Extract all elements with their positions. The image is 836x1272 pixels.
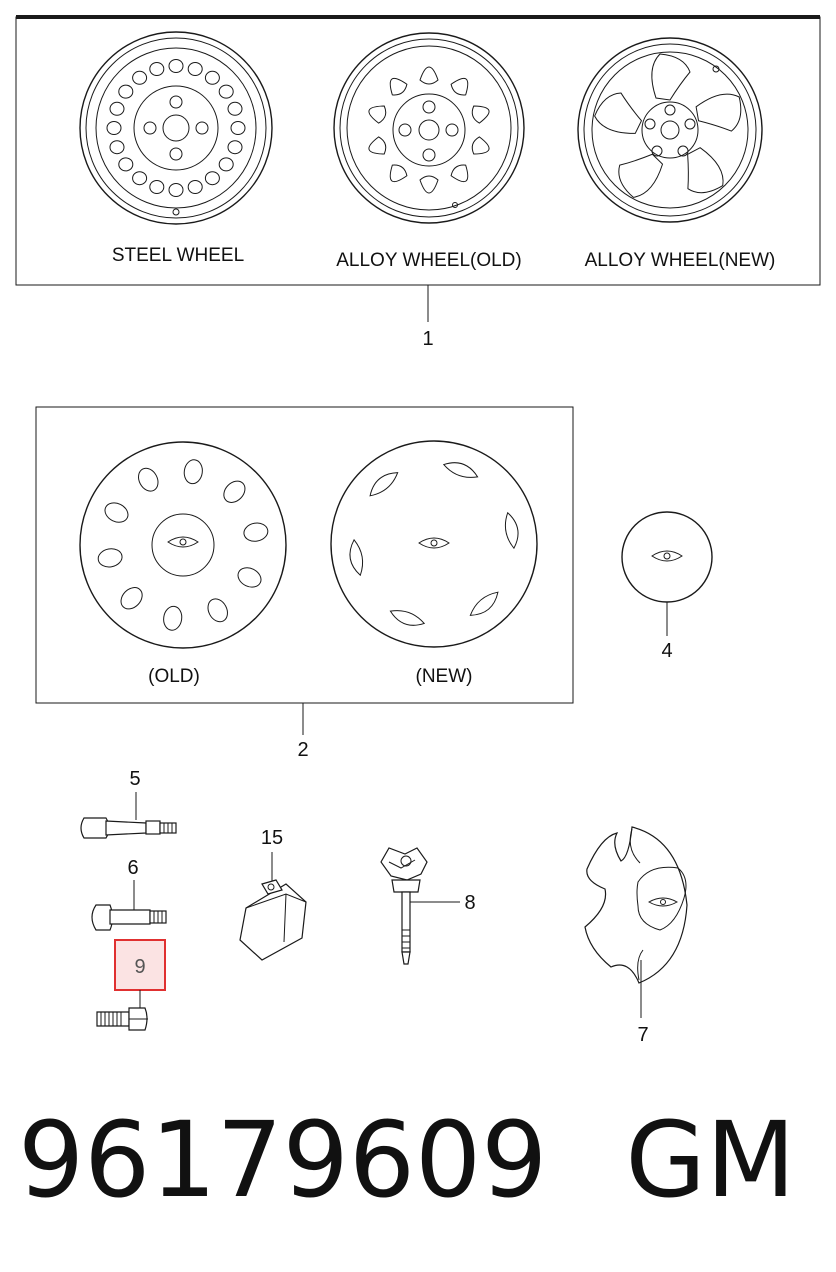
daewoo-logo-icon xyxy=(647,897,679,907)
wheel-cover-old[interactable] xyxy=(79,441,287,649)
steel-wheel[interactable] xyxy=(79,31,273,225)
callout-1[interactable]: 1 xyxy=(422,328,433,350)
daewoo-logo-icon xyxy=(651,550,683,562)
callout-9[interactable]: 9 xyxy=(134,956,145,978)
cover-new-label: (NEW) xyxy=(416,666,473,687)
callout-15[interactable]: 15 xyxy=(261,827,283,849)
bolt-assembly[interactable] xyxy=(380,847,460,965)
alloy-wheel-new-label: ALLOY WHEEL(NEW) xyxy=(585,250,776,271)
callout-5[interactable]: 5 xyxy=(129,768,140,790)
hub-cap[interactable] xyxy=(584,826,688,1018)
part-number: 96179609 xyxy=(18,1099,548,1221)
tire-valve-long[interactable] xyxy=(80,792,177,839)
wheels-group: STEEL WHEEL ALLOY WHEEL(OLD) xyxy=(15,15,821,350)
alloy-wheel-old[interactable] xyxy=(333,32,525,224)
callout-8[interactable]: 8 xyxy=(464,892,475,914)
callout-9-highlight[interactable]: 9 xyxy=(114,939,166,991)
callout-7[interactable]: 7 xyxy=(637,1024,648,1046)
balance-weight[interactable] xyxy=(239,852,307,961)
alloy-wheel-new[interactable] xyxy=(577,37,763,223)
steel-wheel-label: STEEL WHEEL xyxy=(112,245,244,266)
alloy-wheel-old-label: ALLOY WHEEL(OLD) xyxy=(336,250,521,271)
daewoo-logo-icon xyxy=(418,537,450,549)
callout-4[interactable]: 4 xyxy=(661,640,672,662)
cover-old-label: (OLD) xyxy=(148,666,200,687)
wheel-bolt[interactable] xyxy=(96,990,148,1031)
covers-group: (OLD) (NEW) 2 xyxy=(35,406,574,761)
center-cap[interactable] xyxy=(621,511,713,636)
callout-2[interactable]: 2 xyxy=(297,739,308,761)
callout-6[interactable]: 6 xyxy=(127,857,138,879)
wheel-cover-new[interactable] xyxy=(330,440,538,648)
tire-valve-short[interactable] xyxy=(91,880,167,931)
brand-name: GM xyxy=(625,1099,796,1221)
daewoo-logo-icon xyxy=(167,536,199,548)
